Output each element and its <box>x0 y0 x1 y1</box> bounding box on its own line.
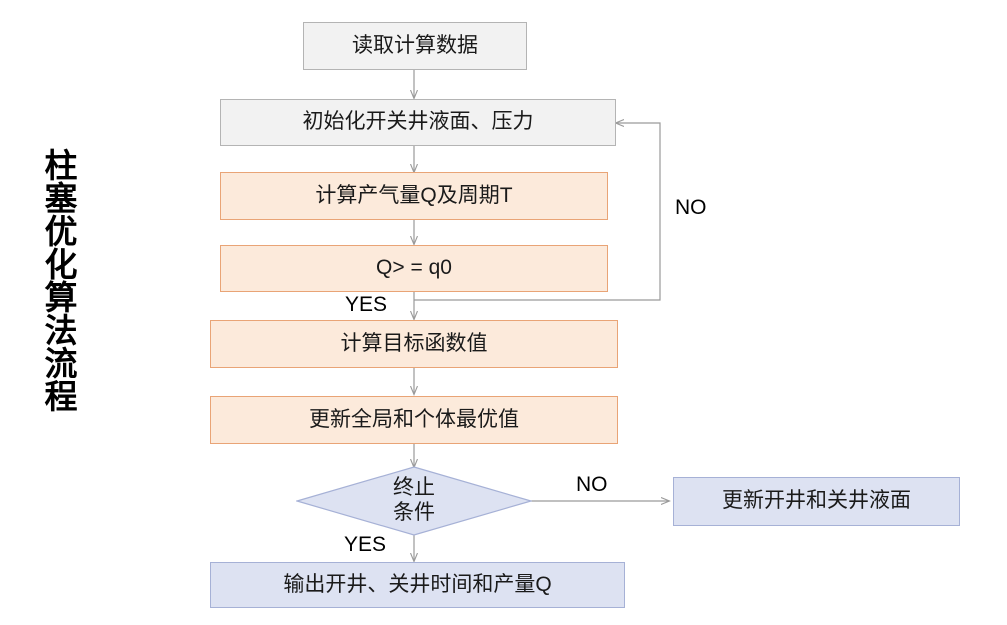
diamond-label-line1: 终止 <box>393 476 435 500</box>
edge-label-stop-yes: YES <box>344 533 387 556</box>
node-update-best[interactable]: 更新全局和个体最优值 <box>210 396 618 444</box>
node-calc-q-t[interactable]: 计算产气量Q及周期T <box>220 172 608 220</box>
node-read-data[interactable]: 读取计算数据 <box>303 22 527 70</box>
node-update-levels[interactable]: 更新开井和关井液面 <box>673 477 960 526</box>
node-output[interactable]: 输出开井、关井时间和产量Q <box>210 562 625 608</box>
edge-label-stop-no: NO <box>576 473 608 496</box>
node-calc-objective[interactable]: 计算目标函数值 <box>210 320 618 368</box>
edge-label-check-no: NO <box>675 196 707 219</box>
diamond-label-line2: 条件 <box>393 501 435 524</box>
diamond-label-group: 终止 条件 <box>296 466 532 536</box>
node-init[interactable]: 初始化开关井液面、压力 <box>220 99 616 146</box>
node-stop-condition[interactable]: 终止 条件 <box>296 466 532 536</box>
edge-label-check-yes: YES <box>345 293 388 316</box>
node-check-q[interactable]: Q> = q0 <box>220 245 608 292</box>
chart-vertical-title: 柱塞优化算法流程 <box>40 148 77 412</box>
diamond-shape <box>296 466 532 536</box>
